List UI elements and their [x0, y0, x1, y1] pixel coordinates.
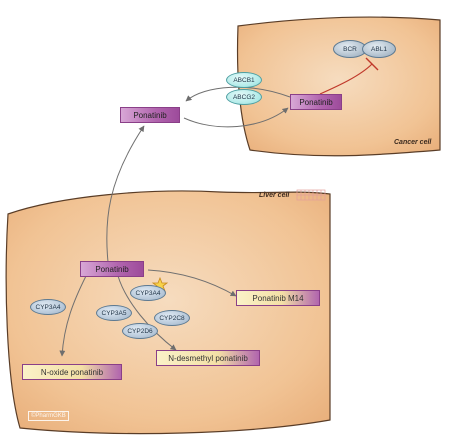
cyp2c8-enzyme: CYP2C8 [154, 310, 190, 326]
arrow-to-n-desmethyl [117, 275, 177, 351]
arrow-to-m14 [147, 269, 237, 297]
n-desmethyl-ponatinib-metabolite: N-desmethyl ponatinib [156, 350, 260, 366]
abcg2-transporter: ABCG2 [226, 89, 262, 105]
arrow-liver-to-plasma [106, 125, 145, 263]
inhibition-line [319, 63, 373, 95]
arrow-to-n-oxide [59, 275, 87, 357]
abl1-protein: ABL1 [362, 40, 396, 58]
cyp3a5-enzyme: CYP3A5 [96, 305, 132, 321]
ponatinib-m14-metabolite: Ponatinib M14 [236, 290, 320, 306]
cancer-cell-label: Cancer cell [394, 139, 432, 146]
ponatinib-cancer-cell: Ponatinib [290, 94, 342, 110]
liver-grid-icon [296, 189, 326, 201]
cyp2d6-enzyme: CYP2D6 [122, 323, 158, 339]
arrow-efflux [185, 86, 291, 102]
cancer-cell-membrane [236, 16, 441, 157]
inhibition-bar [365, 57, 379, 71]
bcr-protein: BCR [333, 40, 367, 58]
n-oxide-ponatinib-metabolite: N-oxide ponatinib [22, 364, 122, 380]
pharmgkb-watermark: ©PharmGKB [28, 411, 69, 421]
ponatinib-liver-cell: Ponatinib [80, 261, 144, 277]
arrow-influx [183, 107, 289, 128]
cyp3a4-left-enzyme: CYP3A4 [30, 299, 66, 315]
ponatinib-plasma: Ponatinib [120, 107, 180, 123]
abcb1-transporter: ABCB1 [226, 72, 262, 88]
cyp3a4-center-enzyme: CYP3A4 [130, 285, 166, 301]
liver-cell-label: Liver cell [259, 192, 290, 199]
